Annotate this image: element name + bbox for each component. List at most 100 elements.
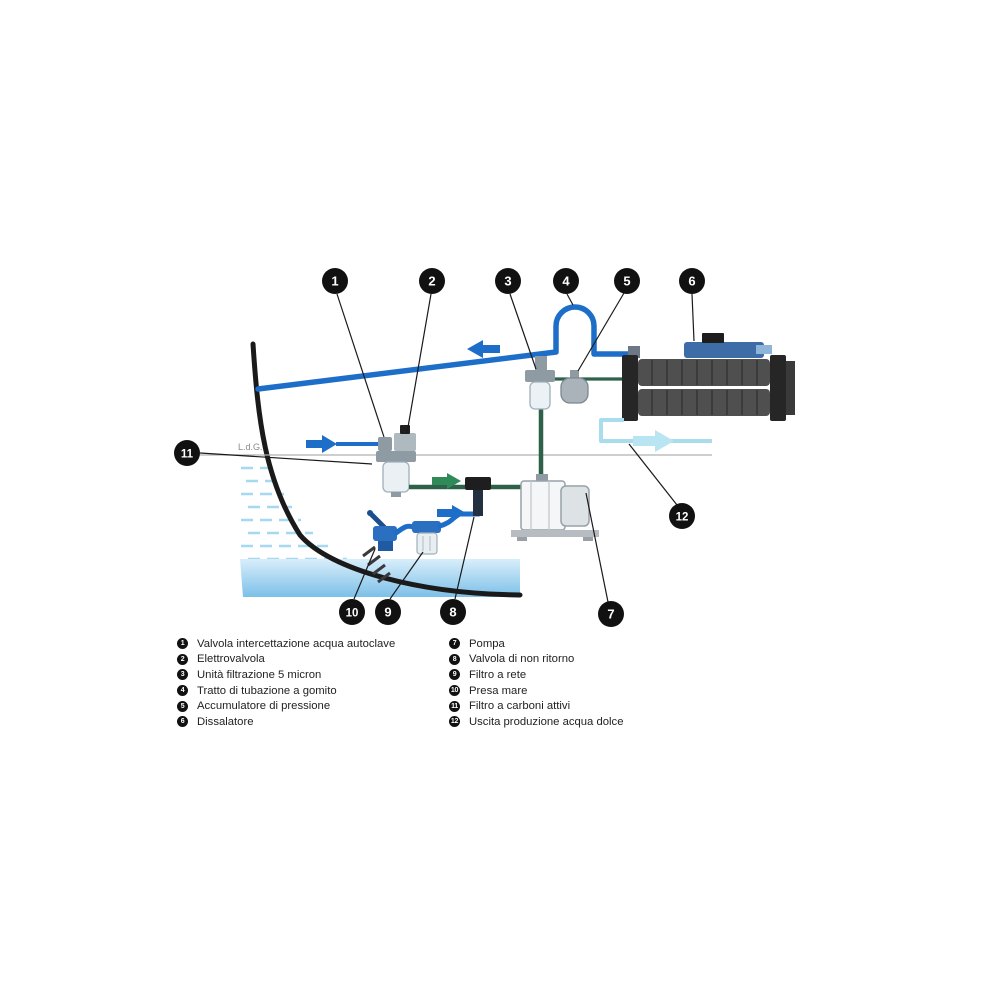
legend-number-badge: 4 (177, 685, 188, 697)
callout-3: 3 (495, 268, 521, 294)
check-valve (465, 477, 491, 490)
hull-outline (250, 341, 523, 598)
legend-number-badge: 6 (177, 716, 188, 728)
pump-body (520, 480, 566, 531)
watermaker (622, 333, 795, 421)
product-water-line (599, 418, 712, 452)
legend-label: Valvola di non ritorno (469, 653, 575, 666)
legend-number-badge: 5 (177, 700, 188, 712)
legend-number-badge: 12 (449, 716, 460, 728)
callout-number: 11 (181, 449, 194, 461)
flow-arrow-green-icon (432, 473, 461, 489)
valve-body (373, 526, 397, 541)
callout-10: 10 (339, 599, 365, 625)
waterline: L.d.G. (185, 442, 712, 456)
legend-item: 2 Elettrovalvola (177, 652, 395, 668)
autoclave-pipe (255, 304, 635, 392)
legend-label: Uscita produzione acqua dolce (469, 715, 624, 728)
vessel-end-cap-left (622, 355, 638, 421)
leader-line (389, 551, 424, 600)
pump-foot (517, 537, 527, 541)
carbon-filter-bowl (382, 461, 410, 493)
vessel-ribs (651, 360, 758, 415)
legend-item: 3 Unità filtrazione 5 micron (177, 667, 395, 683)
legend-item: 1 Valvola intercettazione acqua autoclave (177, 636, 395, 652)
legend-column-left: 1 Valvola intercettazione acqua autoclave… (177, 636, 395, 730)
legend-label: Filtro a carboni attivi (469, 700, 571, 713)
legend-label: Elettrovalvola (197, 653, 265, 666)
legend-number-badge: 11 (449, 700, 460, 712)
micron-filter-head (525, 370, 555, 382)
micron-filter-bowl (529, 381, 551, 410)
callout-6: 6 (679, 268, 705, 294)
valve-lever (367, 510, 387, 530)
leader-line (691, 293, 695, 342)
callout-number: 1 (331, 274, 338, 289)
leader-line (454, 516, 475, 600)
leader-line (199, 452, 373, 465)
flow-arrow-right-icon (306, 435, 337, 453)
pressure-accumulator (560, 370, 589, 404)
callout-11: 11 (174, 440, 200, 466)
legend-item: 4 Tratto di tubazione a gomito (177, 683, 395, 699)
pump-motor (560, 485, 590, 527)
pump (511, 474, 599, 541)
callout-number: 2 (428, 274, 435, 289)
sea-water-dashes (241, 466, 347, 561)
legend-number-badge: 8 (449, 653, 460, 665)
legend-number-badge: 1 (177, 638, 188, 650)
intake-pipe-1 (393, 523, 416, 536)
vessel-end-cap-right (770, 355, 786, 421)
through-hull-fitting (378, 541, 393, 551)
legend-label: Unità filtrazione 5 micron (197, 668, 322, 681)
leader-line (628, 443, 678, 506)
flow-arrow-cyan-icon (633, 430, 674, 452)
legend-label: Presa mare (469, 684, 528, 697)
callout-number: 9 (384, 605, 391, 620)
callout-number: 4 (562, 274, 570, 289)
callout-7: 7 (598, 601, 624, 627)
callout-number: 12 (676, 512, 689, 524)
flow-arrow-right-icon (437, 505, 466, 521)
leader-line (336, 293, 385, 438)
legend-number-badge: 3 (177, 669, 188, 681)
leader-line (353, 548, 376, 600)
check-valve-leg (473, 490, 483, 516)
legend-label: Accumulatore di pressione (197, 700, 331, 713)
vessel-flange-right (786, 361, 795, 415)
callout-5: 5 (614, 268, 640, 294)
pump-top-port (536, 474, 548, 482)
micron-filter-stub (535, 356, 547, 372)
hull-penetration-hatch (362, 545, 391, 584)
callouts: 1 2 3 4 5 6 7 8 9 10 11 12 (174, 268, 705, 627)
sea-intake-valve (362, 510, 397, 584)
legend-number-badge: 9 (449, 669, 460, 681)
autoclave-line (255, 304, 635, 392)
micron-filter (525, 356, 555, 410)
callout-9: 9 (375, 599, 401, 625)
leader-line (406, 293, 432, 434)
legend-item: 8 Valvola di non ritorno (449, 652, 624, 668)
leader-line (577, 292, 625, 372)
callout-2: 2 (419, 268, 445, 294)
callout-12: 12 (669, 503, 695, 529)
accumulator-fitting (570, 370, 579, 379)
pump-foot (583, 537, 593, 541)
legend-number-badge: 2 (177, 653, 188, 665)
callout-number: 8 (449, 605, 456, 620)
hp-pump-head (684, 342, 764, 358)
hp-pump-detail (756, 345, 772, 354)
feed-lines (409, 377, 627, 490)
pump-base (511, 530, 599, 537)
hp-pump-block (702, 333, 724, 343)
callout-1: 1 (322, 268, 348, 294)
carbon-filter-head (376, 451, 416, 462)
legend-label: Valvola intercettazione acqua autoclave (197, 637, 396, 650)
legend-item: 12 Uscita produzione acqua dolce (449, 714, 624, 730)
legend-label: Tratto di tubazione a gomito (197, 684, 337, 697)
legend-label: Pompa (469, 637, 505, 650)
intake-line (393, 477, 491, 555)
legend-number-badge: 7 (449, 638, 460, 650)
